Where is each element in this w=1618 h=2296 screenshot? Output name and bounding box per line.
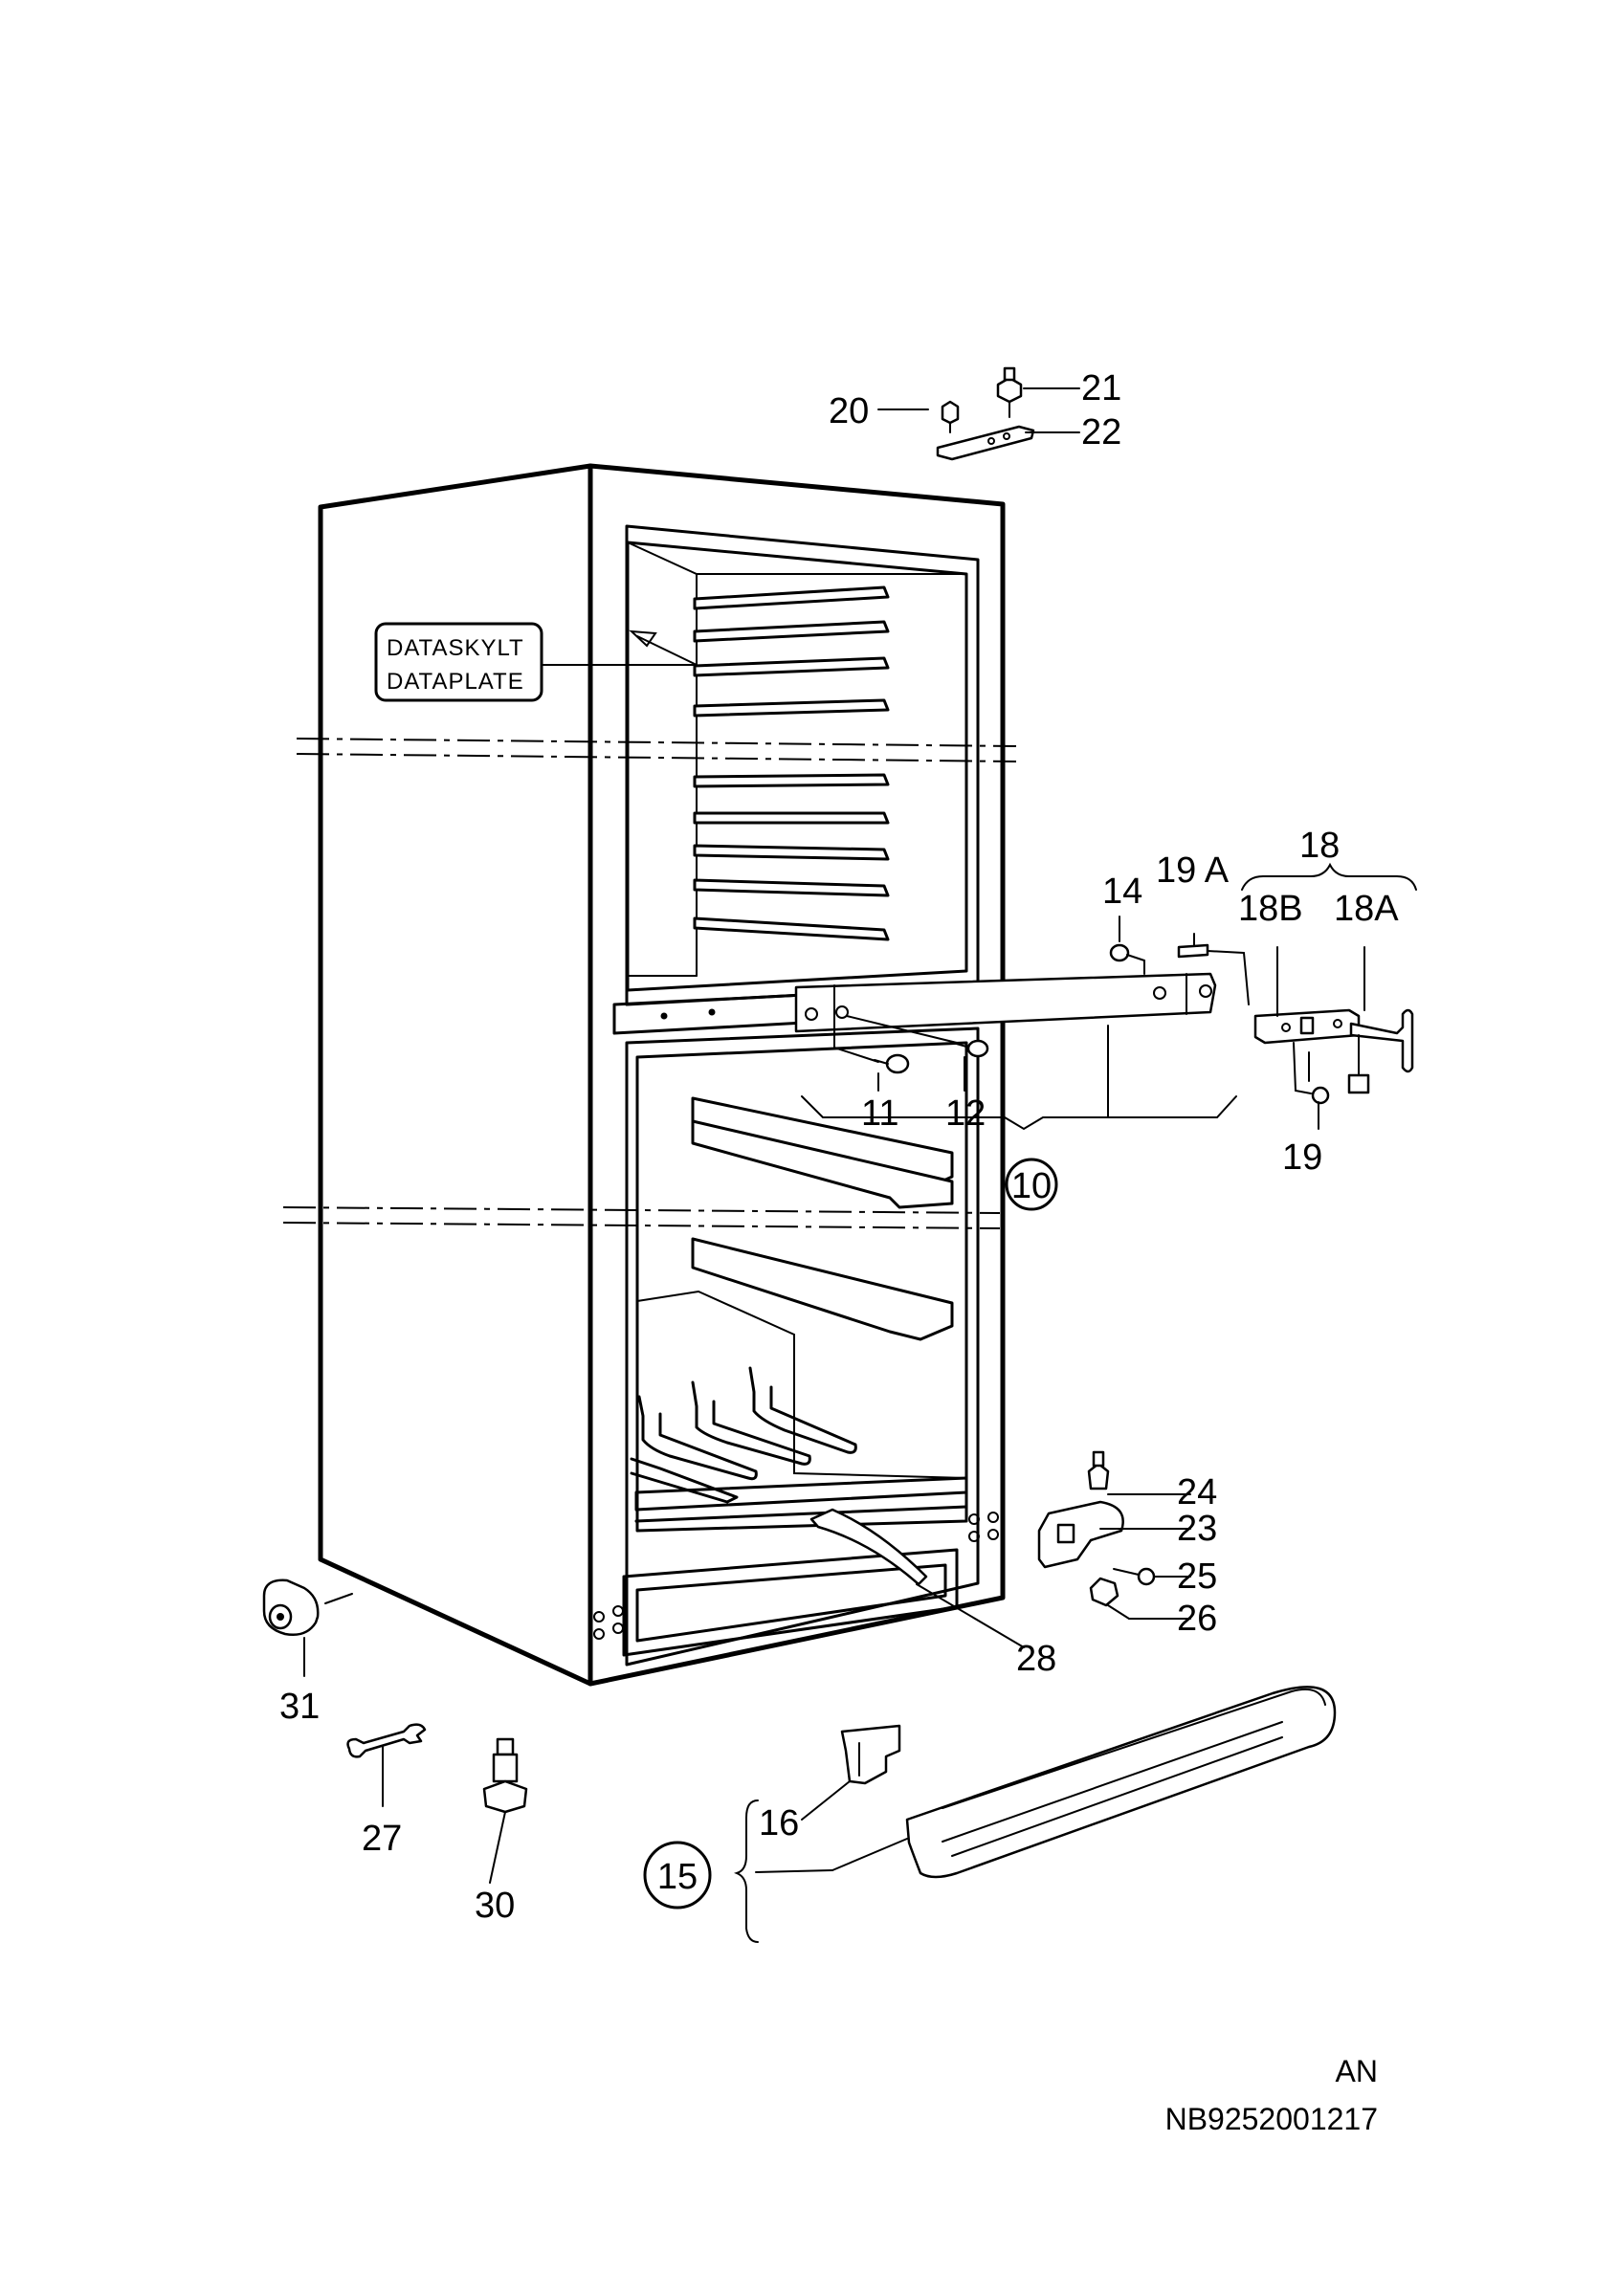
- end-cap-16-icon: [840, 1724, 901, 1785]
- hinge-plate-22-icon: [936, 425, 1035, 461]
- guide-rail-28-icon: [809, 1508, 928, 1586]
- break-line-upper: [296, 738, 1017, 747]
- leveling-foot-30-icon: [492, 1753, 519, 1783]
- pin-21-icon: [996, 376, 1023, 404]
- label-10: 10: [1011, 1166, 1052, 1206]
- label-20: 20: [829, 391, 869, 431]
- screw-14-icon: [1109, 943, 1130, 962]
- label-14: 14: [1102, 872, 1142, 912]
- screw-25-icon: [1137, 1567, 1156, 1586]
- data-plate-line2: DATAPLATE: [387, 669, 524, 695]
- arrow-icon: [629, 629, 657, 648]
- frame-holes: [593, 1512, 999, 1640]
- lower-hinge-group: [1037, 1450, 1191, 1620]
- label-18b: 18B: [1238, 889, 1303, 929]
- label-19: 19: [1282, 1137, 1322, 1178]
- screw-19-icon: [1311, 1086, 1330, 1105]
- spanner-27-icon: [346, 1723, 427, 1758]
- label-25: 25: [1177, 1556, 1217, 1597]
- mullion-bar: [794, 972, 1217, 1033]
- foot-31-icon: [262, 1578, 320, 1636]
- label-12: 12: [945, 1093, 986, 1134]
- data-plate-line1: DATASKYLT: [387, 635, 524, 661]
- bottom-rack: [630, 1366, 968, 1523]
- fridge-opening: [625, 1027, 980, 1667]
- door-handle-group: [643, 1686, 1337, 1943]
- label-15: 15: [657, 1857, 698, 1897]
- label-23: 23: [1177, 1509, 1217, 1549]
- handle-bar-15-icon: [905, 1686, 1337, 1879]
- pin-24-icon: [1087, 1462, 1110, 1490]
- label-19a: 19 A: [1156, 850, 1230, 891]
- callout-circle-15: [643, 1841, 712, 1910]
- guide-28-group: [809, 1508, 1025, 1648]
- spanner-27-group: [346, 1723, 427, 1807]
- label-11: 11: [861, 1093, 898, 1134]
- screw-19a-icon: [1177, 943, 1209, 959]
- brace-18: [1241, 862, 1417, 891]
- cabinet: [282, 463, 1017, 1687]
- bracket-18a-icon: [1349, 1008, 1414, 1073]
- screw-12-icon: [966, 1039, 989, 1058]
- part-labels: 10 11 12 14 15 16 18 18A 18B 19 19 A 20 …: [279, 368, 1399, 1926]
- label-26: 26: [1177, 1599, 1217, 1639]
- label-24: 24: [1177, 1472, 1217, 1512]
- label-18: 18: [1299, 826, 1340, 866]
- label-27: 27: [362, 1819, 402, 1859]
- label-18a: 18A: [1334, 889, 1399, 929]
- data-plate: DATASKYLT DATAPLATE: [374, 622, 698, 702]
- label-16: 16: [759, 1803, 799, 1843]
- callout-circle-10: [1005, 1158, 1058, 1211]
- hinge-23-icon: [1037, 1500, 1124, 1569]
- label-28: 28: [1016, 1639, 1056, 1679]
- freezer-shelf-rails: [693, 585, 890, 941]
- data-plate-box: [374, 622, 543, 702]
- language-code: AN: [1336, 2054, 1378, 2088]
- foot-31-group: [262, 1578, 353, 1677]
- screw-11-icon: [885, 1053, 910, 1074]
- cabinet-front-frame: [587, 463, 1006, 1687]
- brace-15: [733, 1799, 759, 1943]
- screw-20-icon: [941, 400, 960, 425]
- document-code: NB9252001217: [1165, 2102, 1378, 2136]
- leveling-foot-30-group: [482, 1737, 528, 1884]
- label-30: 30: [475, 1886, 515, 1926]
- mullion-bar-group: [794, 862, 1417, 1211]
- label-21: 21: [1081, 368, 1121, 408]
- top-hinge-group: [877, 366, 1080, 461]
- label-31: 31: [279, 1687, 320, 1727]
- break-line-lower: [282, 1206, 1001, 1214]
- label-22: 22: [1081, 412, 1121, 453]
- nut-26-icon: [1089, 1577, 1119, 1607]
- fridge-shelf-rails: [691, 1096, 954, 1341]
